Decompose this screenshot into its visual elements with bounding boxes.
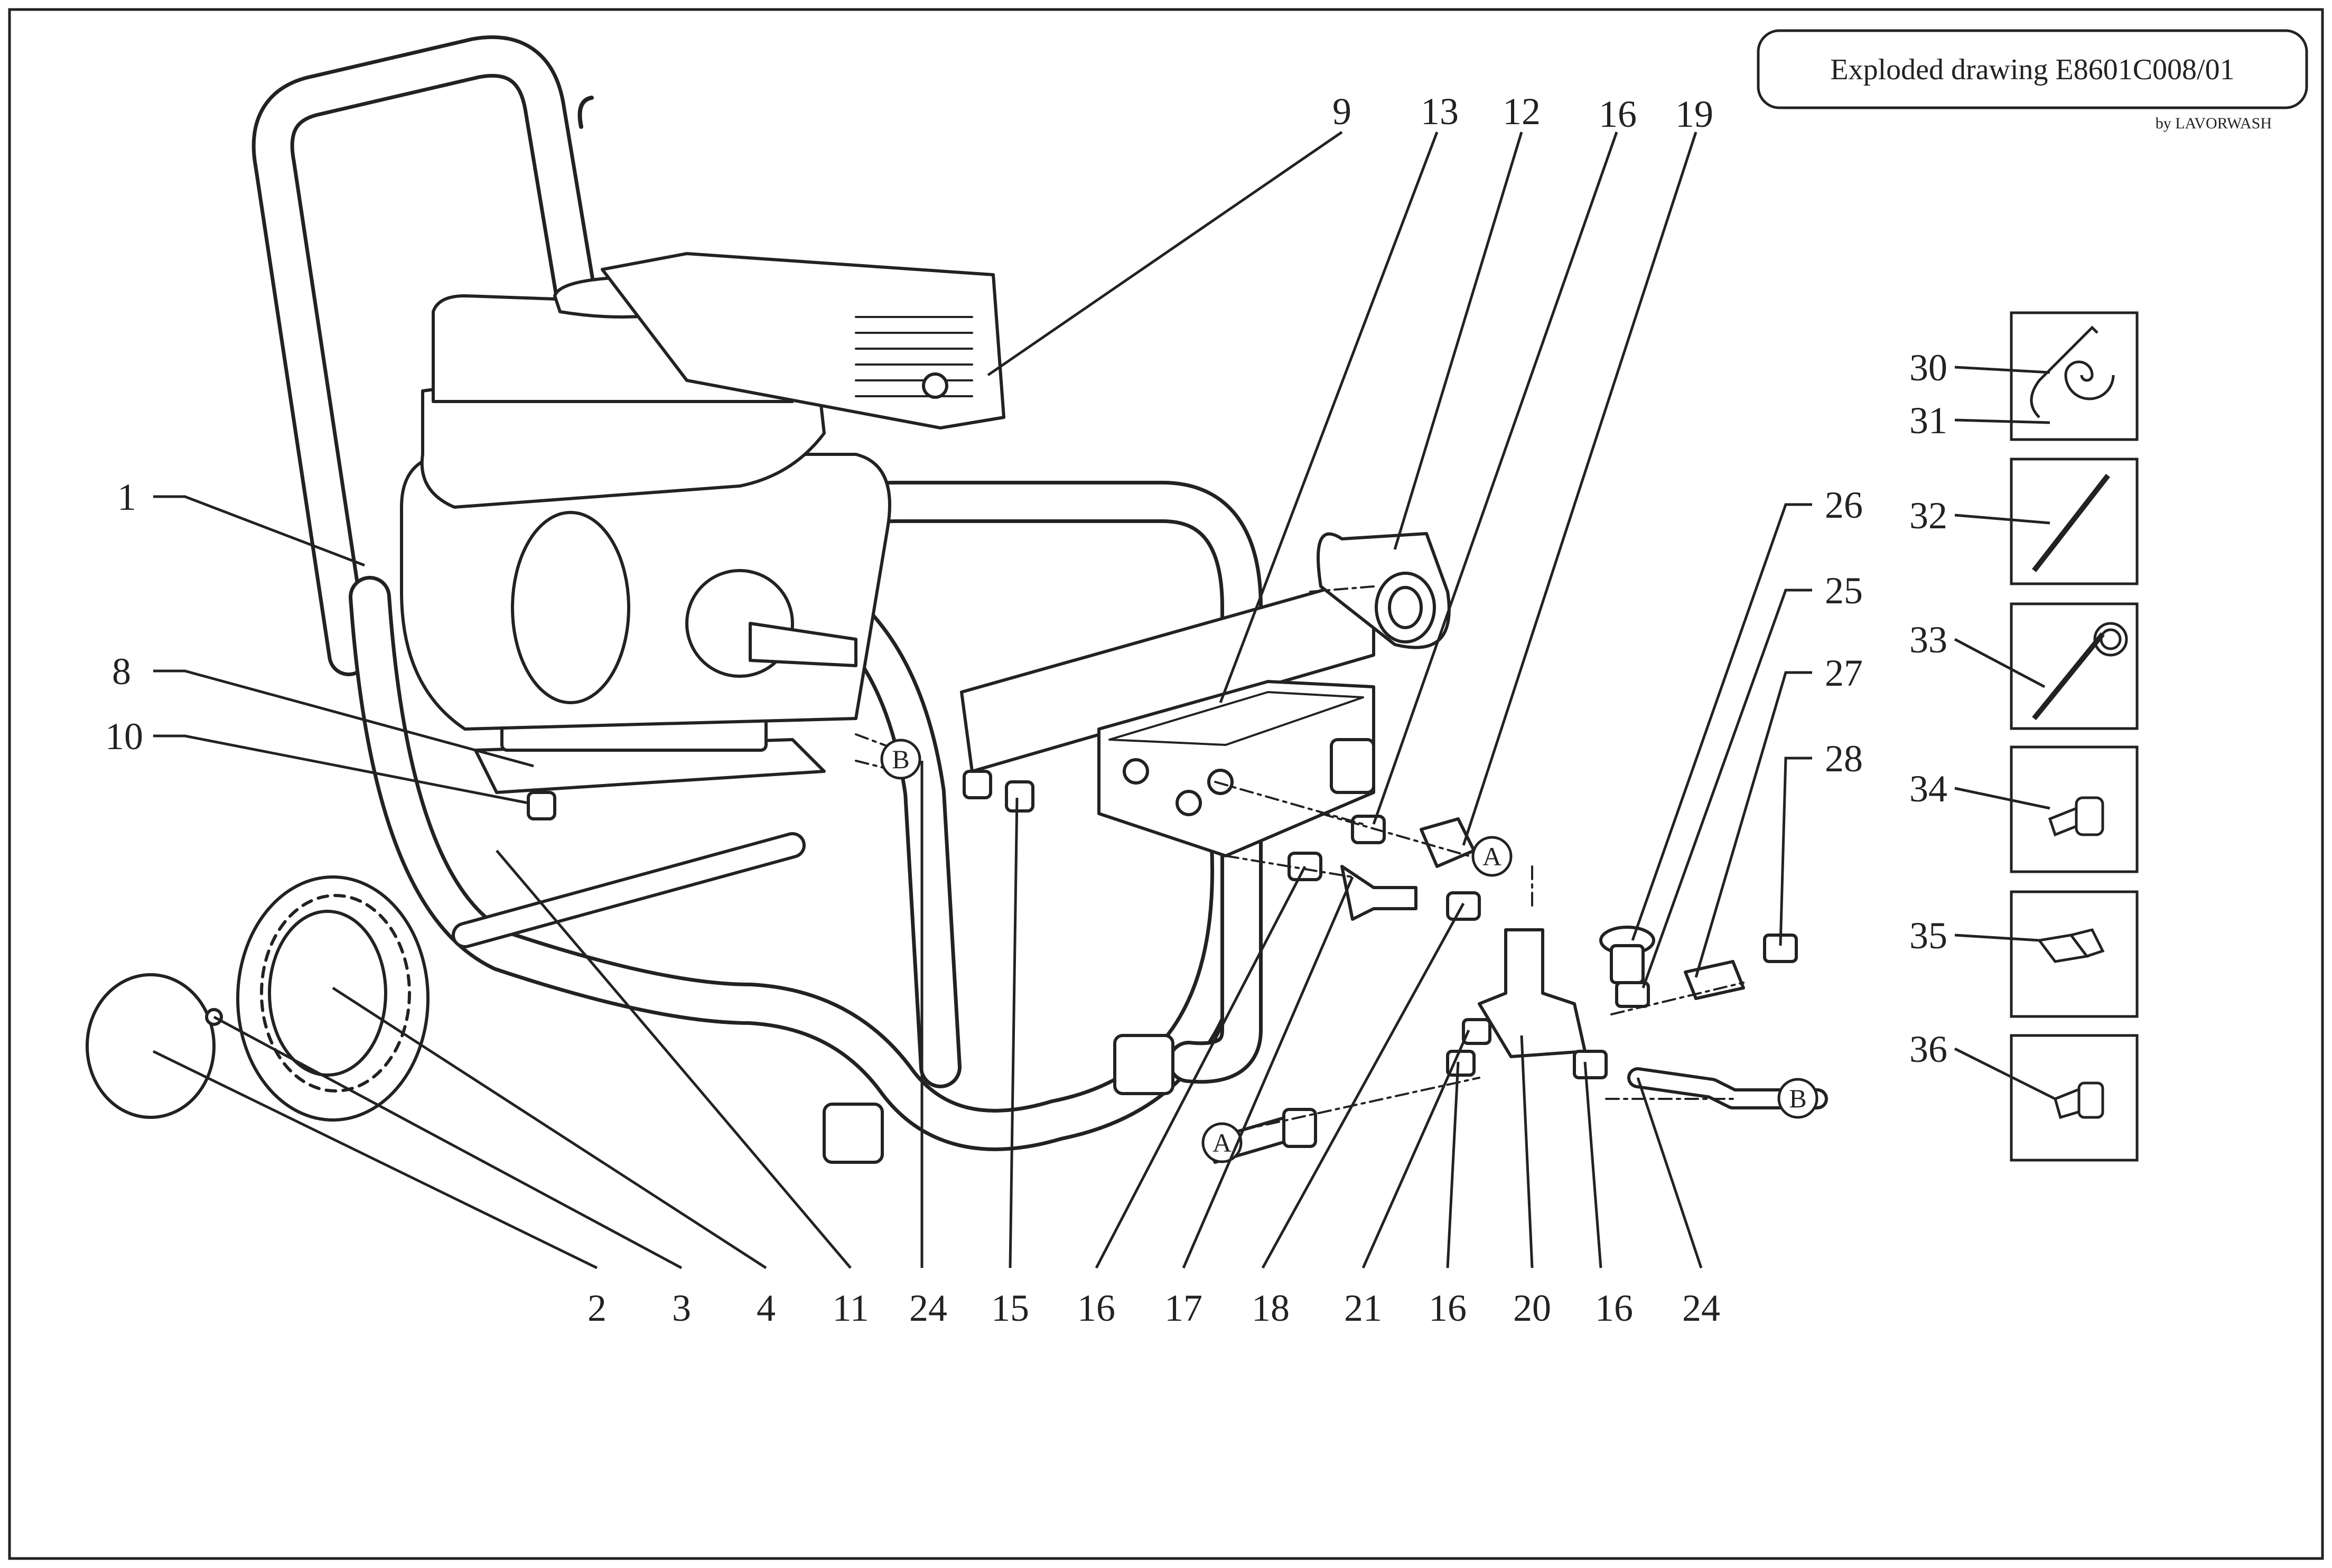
label-19: 19 bbox=[1675, 93, 1713, 135]
leader-30 bbox=[1954, 366, 2050, 374]
title-block: Exploded drawing E8601C008/01 by LAVORWA… bbox=[1757, 29, 2308, 132]
label-9: 9 bbox=[1332, 90, 1351, 133]
label-16-top: 16 bbox=[1599, 93, 1637, 135]
leader-17 bbox=[1182, 876, 1354, 1268]
label-36: 36 bbox=[1909, 1028, 1947, 1070]
frame-handle bbox=[251, 35, 597, 676]
label-4: 4 bbox=[757, 1287, 776, 1329]
leader-8 bbox=[153, 669, 534, 768]
leader-35 bbox=[1954, 934, 2040, 942]
leader-2 bbox=[152, 1050, 598, 1270]
leader-34 bbox=[1954, 787, 2050, 810]
leader-4 bbox=[332, 986, 767, 1270]
leader-36 bbox=[1954, 1047, 2056, 1100]
label-28: 28 bbox=[1825, 738, 1863, 780]
connector-b-upper-label: B bbox=[892, 744, 909, 774]
leader-16-c bbox=[1583, 1061, 1602, 1268]
label-16-a: 16 bbox=[1077, 1287, 1115, 1329]
leader-16-a bbox=[1095, 865, 1307, 1269]
wheel bbox=[236, 875, 430, 1122]
drawing-title: Exploded drawing E8601C008/01 bbox=[1830, 53, 2234, 86]
label-34: 34 bbox=[1909, 768, 1947, 810]
leader-26 bbox=[1631, 503, 1812, 941]
connector-b-lower-label: B bbox=[1789, 1084, 1806, 1113]
label-11: 11 bbox=[832, 1287, 869, 1329]
leader-12 bbox=[1393, 132, 1523, 550]
leader-18 bbox=[1261, 902, 1465, 1269]
leader-10 bbox=[153, 734, 529, 805]
pump-flange bbox=[1317, 532, 1451, 649]
connector-a-upper-label: A bbox=[1482, 842, 1501, 871]
label-18: 18 bbox=[1252, 1287, 1290, 1329]
brand-label: by LAVORWASH bbox=[2156, 115, 2272, 132]
pump-plate bbox=[960, 574, 1375, 773]
leader-24-right bbox=[1636, 1077, 1703, 1268]
label-8: 8 bbox=[112, 650, 131, 693]
label-13: 13 bbox=[1421, 90, 1459, 133]
label-17: 17 bbox=[1164, 1287, 1202, 1329]
page-border bbox=[8, 8, 2324, 1560]
leader-lines bbox=[152, 130, 2056, 1270]
leader-15 bbox=[1009, 797, 1019, 1268]
pump-body bbox=[1097, 680, 1375, 857]
label-10: 10 bbox=[105, 715, 143, 758]
leader-28 bbox=[1779, 757, 1812, 946]
machine-illustration bbox=[86, 35, 1828, 1164]
label-26: 26 bbox=[1825, 484, 1863, 526]
accessory-coupling-nut bbox=[2010, 1034, 2139, 1162]
leader-31 bbox=[1954, 418, 2050, 424]
leader-20 bbox=[1520, 1035, 1534, 1268]
leader-16-b bbox=[1446, 1061, 1460, 1268]
label-3: 3 bbox=[672, 1287, 691, 1329]
part-labels: 1 8 10 2 3 4 11 24 15 16 17 18 21 16 20 … bbox=[105, 90, 1947, 1329]
label-21: 21 bbox=[1344, 1287, 1382, 1329]
label-30: 30 bbox=[1909, 347, 1947, 389]
label-20: 20 bbox=[1513, 1287, 1551, 1329]
accessory-quick-coupling bbox=[2010, 745, 2139, 873]
label-15: 15 bbox=[991, 1287, 1029, 1329]
leader-21 bbox=[1361, 1029, 1470, 1269]
label-2: 2 bbox=[587, 1287, 607, 1329]
leader-27 bbox=[1694, 671, 1812, 978]
leader-1 bbox=[153, 495, 365, 567]
connector-a-lower bbox=[1201, 1122, 1243, 1163]
leader-3 bbox=[213, 1015, 683, 1270]
label-24-right: 24 bbox=[1682, 1287, 1720, 1329]
engine bbox=[400, 252, 1005, 794]
connector-a-upper bbox=[1471, 836, 1513, 877]
leader-32 bbox=[1954, 514, 2050, 525]
accessory-rotary-lance bbox=[2010, 602, 2139, 730]
accessory-gun-hose bbox=[2010, 311, 2139, 441]
connector-b-lower bbox=[1777, 1078, 1818, 1119]
leader-16-top bbox=[1372, 132, 1618, 825]
leader-11 bbox=[496, 850, 852, 1269]
leader-9 bbox=[987, 130, 1343, 377]
label-35: 35 bbox=[1909, 914, 1947, 957]
label-1: 1 bbox=[117, 476, 136, 518]
label-16-c: 16 bbox=[1595, 1287, 1633, 1329]
leader-19 bbox=[1462, 132, 1697, 846]
accessory-panel bbox=[2010, 311, 2139, 1162]
label-16-b: 16 bbox=[1429, 1287, 1467, 1329]
label-27: 27 bbox=[1825, 652, 1863, 694]
leader-33 bbox=[1954, 638, 2046, 688]
label-12: 12 bbox=[1503, 90, 1541, 133]
label-24-left: 24 bbox=[909, 1287, 947, 1329]
hub-cap bbox=[86, 973, 216, 1119]
label-33: 33 bbox=[1909, 619, 1947, 661]
connectors: A A B B bbox=[880, 739, 1818, 1163]
label-32: 32 bbox=[1909, 494, 1947, 537]
connector-b-upper bbox=[880, 739, 921, 780]
connector-a-lower-label: A bbox=[1212, 1128, 1232, 1158]
title-box bbox=[1757, 29, 2308, 109]
accessory-nozzle bbox=[2010, 890, 2139, 1018]
label-25: 25 bbox=[1825, 570, 1863, 612]
label-31: 31 bbox=[1909, 399, 1947, 442]
leader-25 bbox=[1641, 589, 1812, 988]
leader-13 bbox=[1219, 132, 1439, 703]
